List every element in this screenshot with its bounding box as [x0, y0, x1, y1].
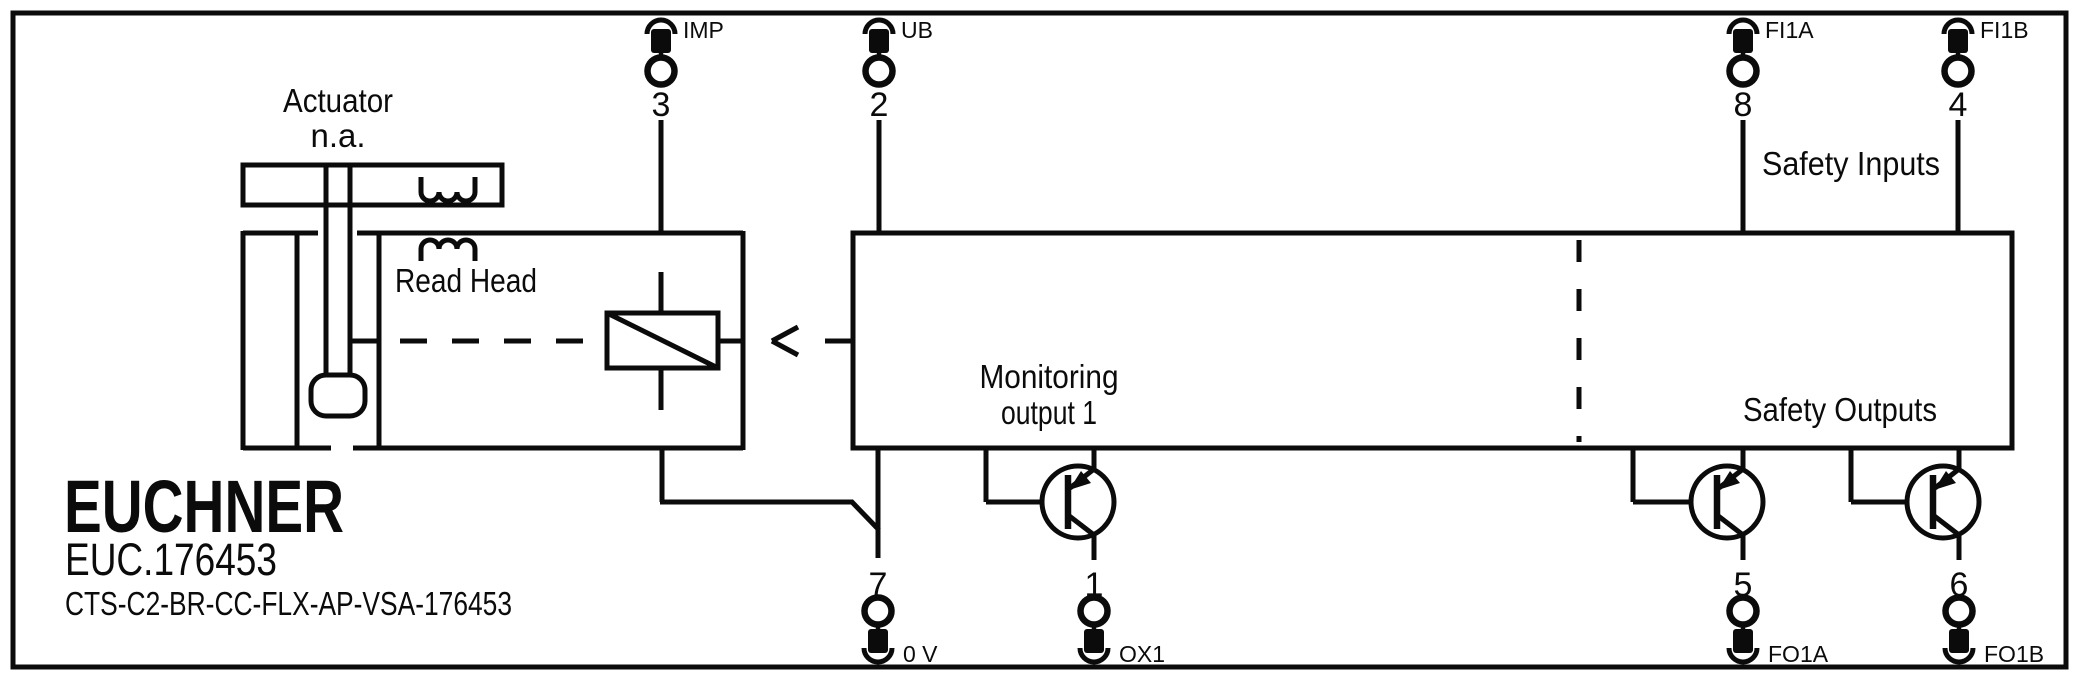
type-code: CTS-C2-BR-CC-FLX-AP-VSA-176453: [65, 585, 512, 622]
plug-contact-icon: [1945, 598, 1973, 663]
terminal-1-ox1: 1 OX1: [1080, 566, 1165, 667]
plug-contact-icon: [864, 598, 892, 663]
plug-contact-icon: [647, 20, 675, 85]
terminal-6-fo1b: 6 FO1B: [1945, 566, 2044, 667]
read-head-box: [240, 230, 746, 451]
signal-label: FO1A: [1768, 641, 1829, 667]
monitoring-output-transistor: [983, 448, 1114, 560]
signal-label: FI1B: [1980, 17, 2029, 43]
safety-outputs-label: Safety Outputs: [1743, 391, 1937, 428]
plug-contact-icon: [1080, 598, 1108, 663]
signal-label: UB: [901, 17, 933, 43]
actuator-state-label: n.a.: [310, 117, 365, 154]
terminal-8-fi1a: 8 FI1A: [1729, 17, 1814, 124]
terminal-4-fi1b: 4 FI1B: [1944, 17, 2029, 124]
pin-number: 3: [652, 86, 671, 124]
zero-volt-routing: [659, 448, 881, 558]
actuator-coil-icon: [418, 177, 478, 204]
signal-label: 0 V: [903, 641, 938, 667]
coupling-and-antenna: [350, 272, 743, 410]
diagram-frame: [10, 10, 2069, 670]
signal-label: IMP: [683, 17, 724, 43]
actuator-bar: [240, 162, 505, 208]
plug-contact-icon: [1944, 20, 1972, 85]
actuator-tip: [308, 372, 368, 419]
signal-label: FO1B: [1984, 641, 2044, 667]
plug-contact-icon: [1729, 598, 1757, 663]
plug-contact-icon: [865, 20, 893, 85]
safety-output-transistor-fo1b: [1848, 448, 1979, 560]
monitoring-output-label-line2: output 1: [1001, 394, 1097, 431]
pin-number: 8: [1734, 86, 1753, 124]
signal-label: OX1: [1119, 641, 1165, 667]
terminal-2-ub: 2 UB: [865, 17, 933, 124]
terminal-3-imp: 3 IMP: [647, 17, 724, 124]
monitoring-output-label-line1: Monitoring: [980, 358, 1119, 395]
top-wires: [658, 120, 1961, 233]
evaluation-unit-box: [850, 230, 2015, 451]
terminal-5-fo1a: 5 FO1A: [1729, 566, 1829, 667]
pin-number: 7: [869, 566, 888, 604]
order-code: EUC.176453: [65, 534, 277, 585]
pin-number: 1: [1085, 566, 1104, 604]
actuator-label: Actuator: [283, 82, 393, 119]
pin-number: 4: [1949, 86, 1968, 124]
signal-label: FI1A: [1765, 17, 1814, 43]
read-head-coil-icon: [418, 237, 478, 261]
pin-number: 6: [1950, 566, 1969, 604]
safety-inputs-label: Safety Inputs: [1762, 145, 1940, 182]
terminal-7-0v: 7 0 V: [864, 566, 938, 667]
read-head-label: Read Head: [395, 262, 537, 299]
pin-number: 2: [870, 86, 889, 124]
plug-contact-icon: [1729, 20, 1757, 85]
brand-logo: EUCHNER: [64, 465, 344, 548]
pin-number: 5: [1734, 566, 1753, 604]
title-block: EUCHNER EUC.176453 CTS-C2-BR-CC-FLX-AP-V…: [64, 465, 512, 622]
safety-output-transistor-fo1a: [1630, 448, 1763, 560]
signal-arrow-icon: [770, 324, 853, 358]
